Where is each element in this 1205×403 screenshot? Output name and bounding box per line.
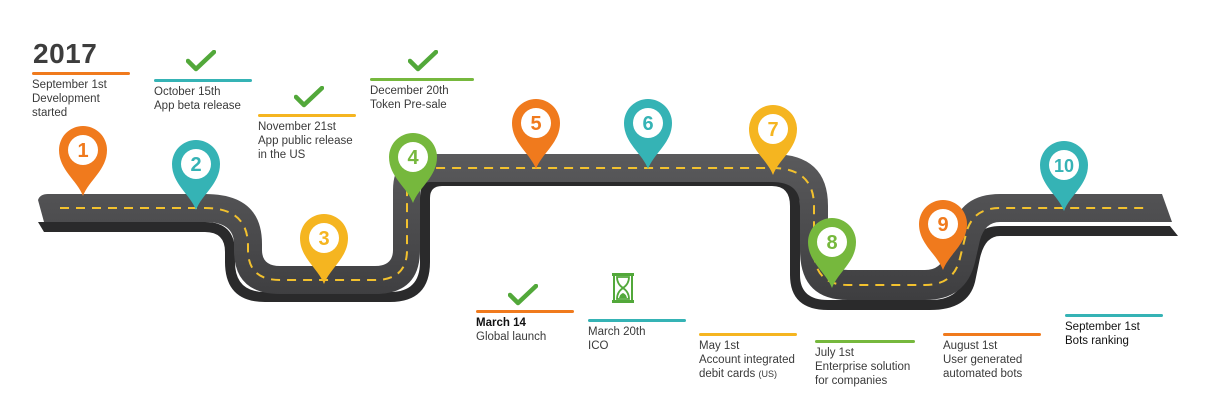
- check-icon: [294, 86, 324, 108]
- note-text: automated bots: [943, 368, 1023, 380]
- note-text: App beta release: [154, 100, 241, 112]
- pin-number: 4: [407, 147, 419, 169]
- note-text: Development started: [32, 93, 100, 119]
- check-icon: [408, 50, 438, 72]
- note-text: Account integrated: [699, 354, 795, 366]
- pin-number: 6: [642, 113, 653, 135]
- road-center-line: [60, 167, 1150, 286]
- note-date: May 1st: [699, 340, 740, 352]
- note-text: Enterprise solution: [815, 361, 911, 373]
- pin-number: 1: [77, 140, 88, 162]
- milestone-note-9: August 1st User generated automated bots: [943, 333, 1043, 381]
- pin-number: 2: [190, 154, 201, 176]
- milestone-note-4: December 20th Token Pre-sale: [370, 78, 476, 112]
- note-text: Bots ranking: [1065, 335, 1129, 347]
- milestone-pin-7: 7: [749, 105, 797, 175]
- year-heading: 2017: [33, 38, 98, 69]
- milestone-pin-9: 9: [919, 200, 967, 270]
- hourglass-icon: [612, 273, 634, 303]
- pin-number: 9: [937, 214, 948, 236]
- milestone-pin-1: 1: [59, 126, 107, 196]
- milestone-pin-8: 8: [808, 218, 856, 288]
- milestone-note-10: September 1st Bots ranking: [1065, 314, 1165, 348]
- milestone-pin-6: 6: [624, 99, 672, 169]
- milestone-pin-3: 3: [300, 214, 348, 284]
- milestone-note-1: September 1st Development started: [32, 72, 132, 120]
- milestone-note-5: March 14 Global launch: [476, 310, 576, 344]
- milestone-pin-5: 5: [512, 99, 560, 169]
- note-text: User generated: [943, 354, 1023, 366]
- milestone-note-2: October 15th App beta release: [154, 79, 254, 113]
- note-date: July 1st: [815, 347, 854, 359]
- note-date: March 20th: [588, 326, 646, 338]
- note-date: December 20th: [370, 85, 449, 97]
- note-text: for companies: [815, 375, 888, 387]
- milestone-note-7: May 1st Account integrated debit cards (…: [699, 333, 803, 381]
- milestone-pin-10: 10: [1040, 141, 1088, 211]
- note-suffix: (US): [758, 369, 777, 379]
- check-icon: [508, 284, 538, 306]
- note-date: August 1st: [943, 340, 998, 352]
- milestone-pin-4: 4: [389, 133, 437, 203]
- note-date: November 21st: [258, 121, 336, 133]
- milestone-note-8: July 1st Enterprise solution for compani…: [815, 340, 919, 388]
- pin-number: 8: [826, 232, 837, 254]
- note-date: March 14: [476, 317, 526, 329]
- milestone-note-3: November 21st App public release in the …: [258, 114, 358, 162]
- note-text: debit cards: [699, 368, 756, 380]
- note-text: Global launch: [476, 331, 547, 343]
- pin-number: 7: [767, 119, 778, 141]
- pin-number: 5: [530, 113, 541, 135]
- note-date: September 1st: [32, 79, 107, 91]
- note-text: App public release: [258, 135, 353, 147]
- pin-number: 3: [318, 228, 329, 250]
- check-icon: [186, 50, 216, 72]
- pin-number: 10: [1054, 156, 1074, 176]
- milestone-pin-2: 2: [172, 140, 220, 210]
- note-date: October 15th: [154, 86, 221, 98]
- note-date: September 1st: [1065, 321, 1140, 333]
- milestone-note-6: March 20th ICO: [588, 319, 688, 353]
- note-text: ICO: [588, 340, 609, 352]
- note-text: in the US: [258, 149, 306, 161]
- note-text: Token Pre-sale: [370, 99, 447, 111]
